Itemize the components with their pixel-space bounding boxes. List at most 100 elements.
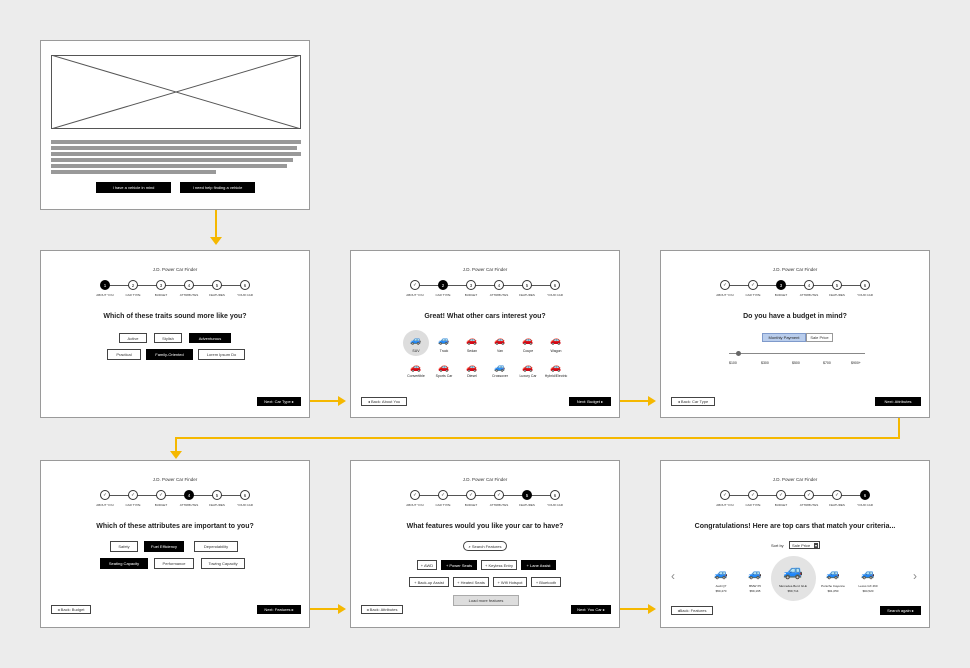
next-label: Next: Car Type	[264, 399, 291, 404]
next-attributes-button[interactable]: Next: Attributes	[875, 397, 921, 406]
toggle-sale-price[interactable]: Sale Price	[806, 333, 833, 342]
car-van-icon[interactable]: 🚗	[494, 335, 506, 345]
step-label: ABOUT YOU	[716, 503, 734, 507]
car-result-icon[interactable]: 🚙	[714, 568, 728, 580]
sort-select[interactable]: Sale Price▾	[789, 541, 820, 549]
car-sports-icon[interactable]: 🚗	[438, 362, 450, 372]
budget-slider-handle[interactable]	[736, 351, 742, 356]
trait-active[interactable]: Active	[119, 333, 147, 343]
step-1-done: ✓	[410, 280, 420, 290]
screen-about-you: J.D. Power Car Finder 1 2 3 4 5 6 ABOUT …	[40, 250, 310, 418]
help-finding-button[interactable]: I need help finding a vehicle	[180, 182, 255, 193]
flow-arrow-4b	[175, 437, 900, 439]
car-sedan-icon[interactable]: 🚗	[466, 335, 478, 345]
step-2-done: ✓	[748, 490, 758, 500]
step-label: CAR TYPE	[745, 293, 761, 297]
check-icon: ✓	[779, 492, 783, 497]
car-truck-icon[interactable]: 🚙	[438, 335, 450, 345]
car-result-icon[interactable]: 🚙	[861, 568, 875, 580]
attr-seating-capacity[interactable]: Seating Capacity	[100, 558, 148, 569]
trait-practical[interactable]: Practical	[107, 349, 141, 360]
budget-slider-track[interactable]	[729, 353, 865, 354]
stepper-line	[418, 285, 558, 286]
car-wagon-icon[interactable]: 🚗	[550, 335, 562, 345]
car-label: Coupe	[522, 349, 534, 353]
trait-lorem-ipsum[interactable]: Lorem Ipsum Do	[198, 349, 245, 360]
text-placeholder-lines	[51, 140, 301, 174]
flow-arrowhead-6	[648, 604, 656, 614]
back-car-type-button[interactable]: ◂ Back: Car Type	[671, 397, 715, 406]
chevron-right-icon[interactable]: ›	[913, 569, 917, 583]
attr-dependability[interactable]: Dependability	[194, 541, 238, 552]
load-more-features-button[interactable]: Load more features	[453, 595, 519, 606]
feature-backup-assist[interactable]: + Back-up Assist	[409, 577, 449, 587]
question-heading: What features would you like your car to…	[406, 523, 564, 530]
search-features-input[interactable]: ⌕ Search Features	[463, 541, 507, 551]
step-label: CAR TYPE	[125, 503, 141, 507]
sort-value: Sale Price	[792, 542, 811, 548]
feature-keyless-entry[interactable]: + Keyless Entry	[481, 560, 517, 570]
attr-safety[interactable]: Safety	[110, 541, 138, 552]
feature-bluetooth[interactable]: + Bluetooth	[531, 577, 561, 587]
step-5: 5	[212, 280, 222, 290]
next-your-car-button[interactable]: Next: You Car ▸	[571, 605, 611, 614]
next-features-button[interactable]: Next: Features ▸	[257, 605, 301, 614]
question-heading: Do you have a budget in mind?	[743, 313, 847, 320]
search-again-button[interactable]: Search again ▸	[880, 606, 921, 615]
car-coupe-icon[interactable]: 🚗	[522, 335, 534, 345]
app-title: J.D. Power Car Finder	[152, 267, 198, 272]
next-car-type-button[interactable]: Next: Car Type ▸	[257, 397, 301, 406]
step-label: BUDGET	[154, 503, 168, 507]
slider-tick-label: $500	[792, 361, 800, 365]
toggle-monthly-payment[interactable]: Monthly Payment	[762, 333, 806, 342]
step-5: 5	[522, 280, 532, 290]
have-vehicle-button[interactable]: I have a vehicle in mind	[96, 182, 171, 193]
feature-wifi-hotspot[interactable]: + Wifi Hotspot	[493, 577, 527, 587]
trait-family-oriented[interactable]: Family-Oriented	[146, 349, 193, 360]
attr-fuel-efficiency[interactable]: Fuel Efficiency	[144, 541, 184, 552]
step-label: BUDGET	[774, 503, 788, 507]
step-label: FEATURES	[829, 293, 845, 297]
app-title: J.D. Power Car Finder	[462, 267, 508, 272]
car-result-icon[interactable]: 🚙	[826, 568, 840, 580]
step-label: ABOUT YOU	[406, 293, 424, 297]
car-luxury-icon[interactable]: 🚗	[522, 362, 534, 372]
feature-power-seats[interactable]: + Power Seats	[441, 560, 477, 570]
back-attributes-button[interactable]: ◂ Back: Attributes	[361, 605, 403, 614]
car-result-name: Mercedes-Benz GLE	[779, 584, 807, 588]
chevron-right-icon: ▸	[911, 608, 914, 613]
back-about-you-button[interactable]: ◂ Back: About You	[361, 397, 407, 406]
feature-heated-seats[interactable]: + Heated Seats	[453, 577, 489, 587]
car-result-price: $59,714	[787, 589, 799, 593]
feature-lane-assist[interactable]: + Lane Assist	[521, 560, 556, 570]
car-convertible-icon[interactable]: 🚗	[410, 362, 422, 372]
car-diesel-icon[interactable]: 🚗	[466, 362, 478, 372]
step-label: ATTRIBUTES	[179, 293, 199, 297]
back-features-button[interactable]: ◂Back: Features	[671, 606, 713, 615]
car-suv-icon[interactable]: 🚙	[410, 335, 422, 345]
car-crossover-icon[interactable]: 🚙	[494, 362, 506, 372]
next-budget-button[interactable]: Next: Budget ▸	[569, 397, 611, 406]
car-result-icon[interactable]: 🚙	[748, 568, 762, 580]
step-6: 6	[860, 280, 870, 290]
step-label: CAR TYPE	[435, 293, 451, 297]
attr-towing-capacity[interactable]: Towing Capacity	[201, 558, 245, 569]
step-2-done: ✓	[748, 280, 758, 290]
flow-arrow-6	[610, 608, 650, 610]
car-hybrid-icon[interactable]: 🚗	[550, 362, 562, 372]
step-6: 6	[550, 490, 560, 500]
flow-arrowhead-5	[338, 604, 346, 614]
car-label: SUV	[412, 349, 420, 353]
car-result-name: Porsche Cayenne	[821, 584, 845, 588]
chevron-left-icon[interactable]: ‹	[671, 569, 675, 583]
step-3: 3	[156, 280, 166, 290]
stepper-line	[728, 285, 868, 286]
attr-performance[interactable]: Performance	[154, 558, 194, 569]
check-icon: ✓	[469, 492, 473, 497]
trait-stylish[interactable]: Stylish	[154, 333, 182, 343]
feature-awd[interactable]: + AWD	[417, 560, 437, 570]
car-result-icon[interactable]: 🚙	[783, 563, 803, 580]
app-title: J.D. Power Car Finder	[152, 477, 198, 482]
trait-adventurous[interactable]: Adventurous	[189, 333, 231, 343]
back-budget-button[interactable]: ◂ Back: Budget	[51, 605, 91, 614]
